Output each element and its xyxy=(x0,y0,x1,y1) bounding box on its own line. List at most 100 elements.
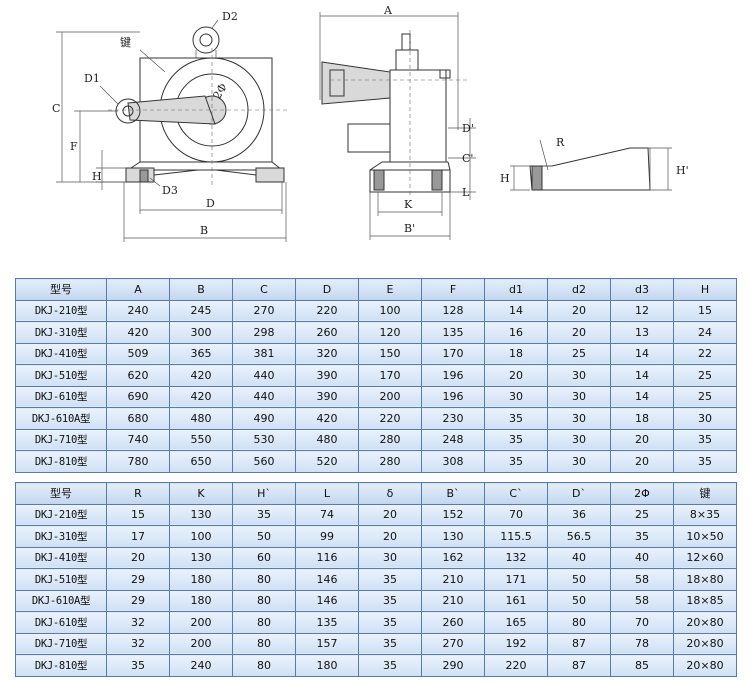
value-cell: 30 xyxy=(547,450,611,473)
value-cell: 680 xyxy=(106,407,170,430)
column-header: H xyxy=(673,278,737,301)
column-header: 键 xyxy=(673,482,737,505)
value-cell: 210 xyxy=(421,568,485,591)
value-cell: 490 xyxy=(232,407,296,430)
value-cell: 146 xyxy=(295,589,359,612)
value-cell: 130 xyxy=(169,546,233,569)
model-cell: DKJ-310型 xyxy=(15,321,107,344)
column-header: d3 xyxy=(610,278,674,301)
value-cell: 40 xyxy=(547,546,611,569)
value-cell: 80 xyxy=(232,654,296,677)
value-cell: 99 xyxy=(295,525,359,548)
value-cell: 40 xyxy=(610,546,674,569)
value-cell: 480 xyxy=(169,407,233,430)
value-cell: 130 xyxy=(421,525,485,548)
value-cell: 30 xyxy=(547,407,611,430)
model-cell: DKJ-410型 xyxy=(15,546,107,569)
value-cell: 115.5 xyxy=(484,525,548,548)
side-view xyxy=(319,12,476,240)
value-cell: 650 xyxy=(169,450,233,473)
model-cell: DKJ-810型 xyxy=(15,654,107,677)
value-cell: 180 xyxy=(169,589,233,612)
model-cell: DKJ-510型 xyxy=(15,364,107,387)
value-cell: 15 xyxy=(673,299,737,322)
value-cell: 58 xyxy=(610,589,674,612)
value-cell: 20 xyxy=(547,299,611,322)
value-cell: 180 xyxy=(169,568,233,591)
model-cell: DKJ-610A型 xyxy=(15,407,107,430)
value-cell: 440 xyxy=(232,364,296,387)
value-cell: 390 xyxy=(295,364,359,387)
value-cell: 240 xyxy=(106,299,170,322)
model-cell: DKJ-610型 xyxy=(15,611,107,634)
column-header: 型号 xyxy=(15,278,107,301)
column-header: d1 xyxy=(484,278,548,301)
value-cell: 10×50 xyxy=(673,525,737,548)
model-cell: DKJ-210型 xyxy=(15,503,107,526)
value-cell: 50 xyxy=(547,589,611,612)
column-header: δ xyxy=(358,482,422,505)
model-cell: DKJ-210型 xyxy=(15,299,107,322)
value-cell: 420 xyxy=(106,321,170,344)
value-cell: 8×35 xyxy=(673,503,737,526)
value-cell: 30 xyxy=(547,428,611,451)
value-cell: 20 xyxy=(610,428,674,451)
value-cell: 20 xyxy=(610,450,674,473)
value-cell: 80 xyxy=(232,568,296,591)
value-cell: 58 xyxy=(610,568,674,591)
value-cell: 29 xyxy=(106,589,170,612)
value-cell: 192 xyxy=(484,632,548,655)
value-cell: 240 xyxy=(169,654,233,677)
value-cell: 35 xyxy=(358,654,422,677)
label-B-prime: B' xyxy=(404,222,415,235)
value-cell: 35 xyxy=(358,611,422,634)
value-cell: 157 xyxy=(295,632,359,655)
value-cell: 170 xyxy=(358,364,422,387)
value-cell: 520 xyxy=(295,450,359,473)
label-H-left: H xyxy=(92,170,102,183)
value-cell: 35 xyxy=(358,589,422,612)
value-cell: 200 xyxy=(358,385,422,408)
value-cell: 290 xyxy=(421,654,485,677)
value-cell: 280 xyxy=(358,428,422,451)
value-cell: 128 xyxy=(421,299,485,322)
value-cell: 30 xyxy=(547,364,611,387)
column-header: F xyxy=(421,278,485,301)
value-cell: 135 xyxy=(421,321,485,344)
value-cell: 390 xyxy=(295,385,359,408)
value-cell: 300 xyxy=(169,321,233,344)
value-cell: 381 xyxy=(232,342,296,365)
value-cell: 220 xyxy=(295,299,359,322)
value-cell: 260 xyxy=(421,611,485,634)
value-cell: 150 xyxy=(358,342,422,365)
value-cell: 85 xyxy=(610,654,674,677)
value-cell: 35 xyxy=(484,450,548,473)
value-cell: 260 xyxy=(295,321,359,344)
label-R: R xyxy=(556,136,565,149)
value-cell: 270 xyxy=(232,299,296,322)
value-cell: 220 xyxy=(358,407,422,430)
value-cell: 35 xyxy=(358,568,422,591)
value-cell: 50 xyxy=(232,525,296,548)
value-cell: 161 xyxy=(484,589,548,612)
value-cell: 78 xyxy=(610,632,674,655)
label-H-bracket: H xyxy=(500,172,510,185)
column-header: H` xyxy=(232,482,296,505)
value-cell: 171 xyxy=(484,568,548,591)
value-cell: 220 xyxy=(484,654,548,677)
value-cell: 135 xyxy=(295,611,359,634)
value-cell: 132 xyxy=(484,546,548,569)
value-cell: 32 xyxy=(106,611,170,634)
value-cell: 12 xyxy=(610,299,674,322)
label-K: K xyxy=(404,198,413,211)
label-F: F xyxy=(70,140,78,153)
value-cell: 18 xyxy=(484,342,548,365)
